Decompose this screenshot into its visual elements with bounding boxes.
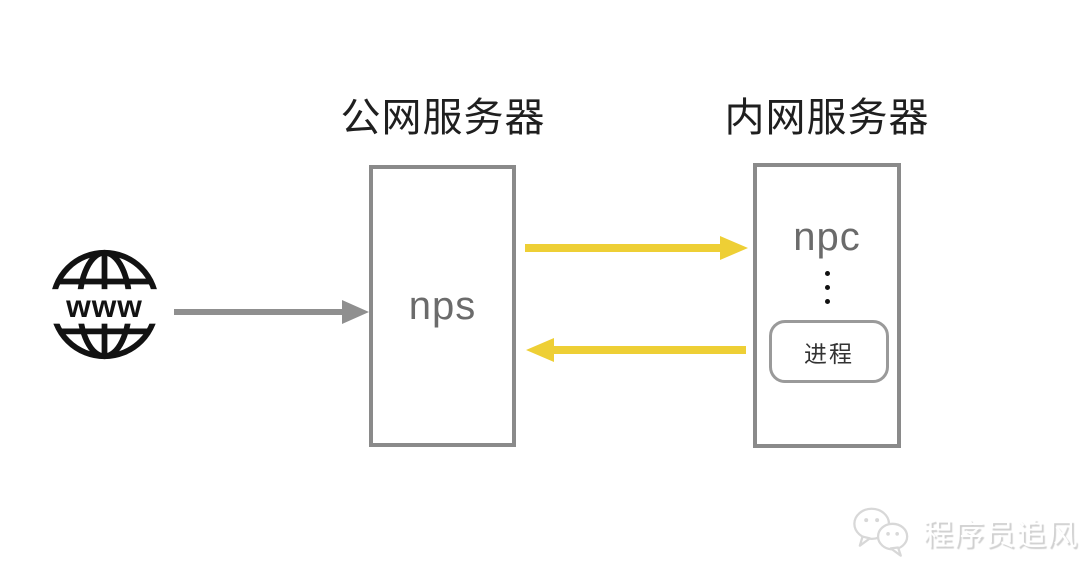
ellipsis-dot: [824, 271, 830, 276]
www-globe-icon: www: [47, 249, 162, 360]
private-server-title: 内网服务器: [724, 96, 930, 140]
nps-label: nps: [408, 283, 477, 328]
public-server-title: 公网服务器: [340, 96, 546, 140]
nps-server-box: nps: [369, 165, 516, 447]
npc-label: npc: [793, 215, 861, 259]
npc-server-box: npc 进程: [753, 163, 901, 448]
ellipsis-dot: [824, 285, 830, 290]
vertical-ellipsis: [757, 271, 897, 304]
wechat-icon: [853, 507, 909, 557]
watermark: 程序员追风: [848, 496, 1078, 568]
process-label: 进程: [804, 340, 854, 367]
watermark-text: 程序员追风: [923, 519, 1078, 552]
arrow-nps-to-npc: [525, 236, 748, 260]
arrow-npc-to-nps: [526, 338, 746, 362]
ellipsis-dot: [824, 299, 830, 304]
globe-www-label: www: [65, 288, 143, 324]
process-box: 进程: [769, 320, 889, 383]
arrow-www-to-nps: [174, 300, 369, 324]
